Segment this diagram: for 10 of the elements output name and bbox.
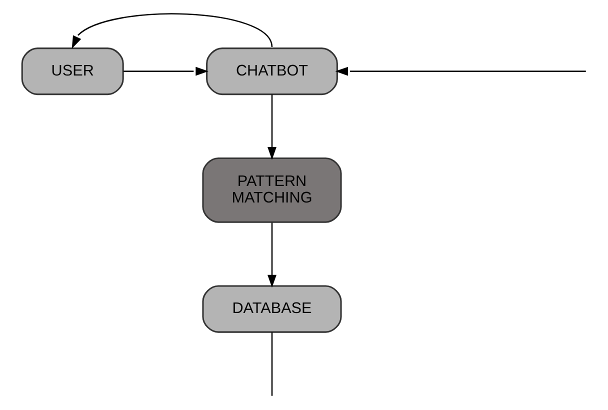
node-box: CHATBOT [206,48,338,96]
arrow [71,13,272,49]
arrow [267,222,276,288]
arrow [123,66,208,76]
node-box: USER [20,48,124,96]
arrow [334,66,586,76]
connector [270,332,272,396]
arrow [267,94,276,160]
node-box: PATTERN MATCHING [202,157,342,223]
node-box: DATABASE [202,285,342,333]
